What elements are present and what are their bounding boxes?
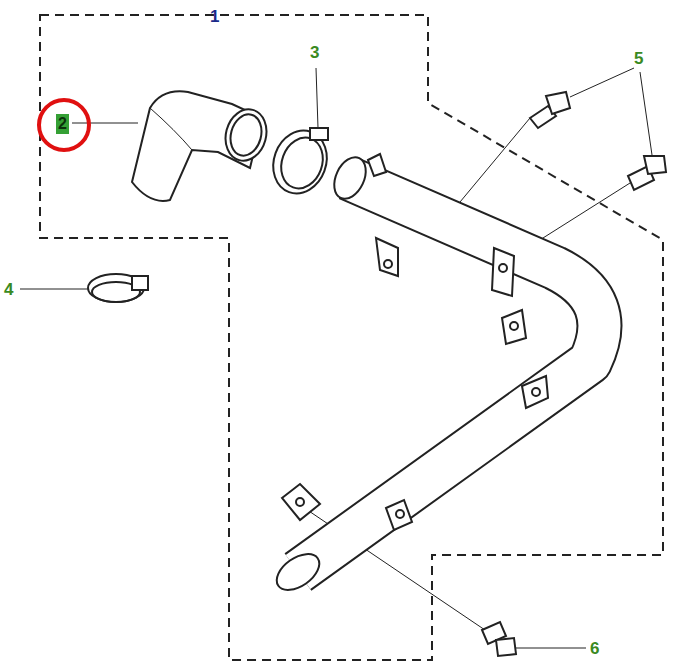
callout-number: 6: [590, 640, 599, 657]
callout-box: 2: [56, 114, 69, 134]
callout-number: 2: [56, 114, 69, 132]
flange-bolts: [482, 92, 666, 656]
hose-elbow: [132, 91, 272, 201]
callout-number: 1: [210, 8, 219, 25]
callout-number: 3: [310, 44, 319, 61]
kit-boundary: [40, 15, 663, 660]
coolant-pipe: [270, 152, 599, 597]
pipe-brackets: [282, 154, 548, 530]
highlight-circle: [39, 100, 89, 150]
leader-lines: [20, 68, 652, 648]
hose-clamp: [265, 123, 336, 201]
callout-number: 5: [634, 50, 643, 67]
hose-clamp: [88, 274, 148, 302]
callout-number: 4: [4, 281, 13, 298]
